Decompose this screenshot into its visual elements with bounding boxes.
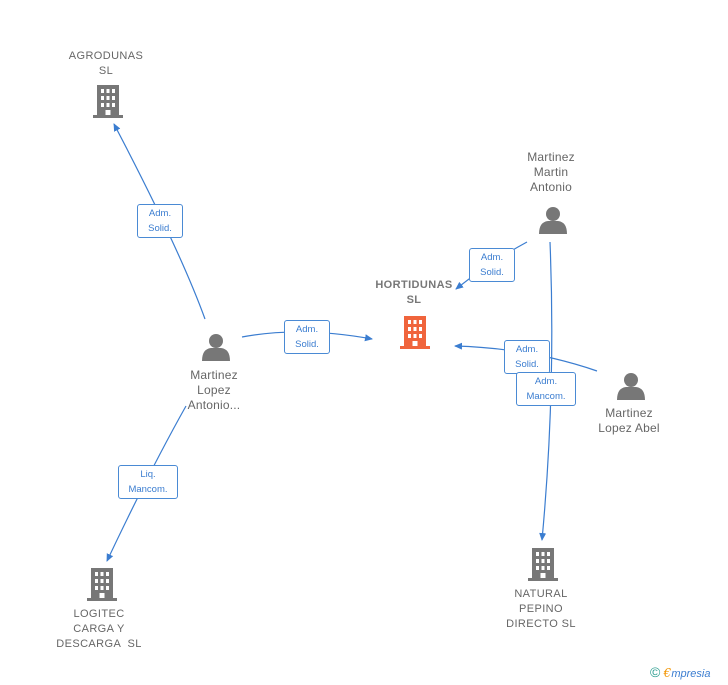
edge-label-line: Adm. <box>480 252 504 263</box>
edge-label-line: Liq. <box>140 469 156 480</box>
label-line: SL <box>98 65 114 77</box>
edge-label-mma-natural[interactable]: Adm. Mancom. <box>516 372 576 406</box>
edge-label-line: Adm. <box>295 324 319 335</box>
node-martinez-lopez-abel-label[interactable]: Martinez Lopez Abel <box>569 406 689 436</box>
label-line: Antonio... <box>187 398 241 412</box>
person-icon <box>539 207 567 234</box>
copyright-symbol: © <box>650 664 661 680</box>
label-line: DIRECTO SL <box>506 618 576 630</box>
edge-label-mla-logitec[interactable]: Liq. Mancom. <box>118 465 178 499</box>
brand-e-mark: € <box>663 666 672 680</box>
edge-label-line: Adm. <box>148 208 172 219</box>
label-line: Lopez Abel <box>598 421 660 435</box>
edge-label-line: Adm. <box>515 344 539 355</box>
empresia-logo: © €mpresia <box>650 664 710 680</box>
label-line: LOGITEC <box>73 608 125 620</box>
label-line: Martinez <box>605 406 653 420</box>
node-logitec-label[interactable]: LOGITEC CARGA Y DESCARGA SL <box>39 607 159 652</box>
label-line: PEPINO <box>519 603 563 615</box>
person-icon <box>617 373 645 400</box>
edge-label-mla-hortidunas[interactable]: Adm. Solid. <box>284 320 330 354</box>
node-martinez-martin-antonio-label[interactable]: Martinez Martin Antonio <box>491 150 611 195</box>
edge-label-line: Solid. <box>480 267 504 278</box>
brand-name: mpresia <box>671 668 711 680</box>
person-icon <box>202 334 230 361</box>
label-line: CARGA Y <box>73 623 125 635</box>
building-icon <box>400 316 430 349</box>
label-line: HORTIDUNAS <box>375 279 453 291</box>
building-icon <box>87 568 117 601</box>
node-martinez-lopez-antonio-label[interactable]: Martinez Lopez Antonio... <box>154 368 274 413</box>
edge-label-line: Solid. <box>515 359 539 370</box>
building-icon <box>93 85 123 118</box>
edge-label-line: Mancom. <box>526 391 566 402</box>
label-line: NATURAL <box>514 588 568 600</box>
edge-label-line: Adm. <box>534 376 558 387</box>
label-line: SL <box>406 294 422 306</box>
label-line: DESCARGA SL <box>56 638 142 650</box>
edge-label-mma-hortidunas[interactable]: Adm. Solid. <box>469 248 515 282</box>
node-hortidunas-label[interactable]: HORTIDUNAS SL <box>354 278 474 308</box>
edge-label-abel-hortidunas[interactable]: Adm. Solid. <box>504 340 550 374</box>
label-line: Martinez <box>190 368 238 382</box>
edge-label-line: Solid. <box>295 339 319 350</box>
edge-label-line: Solid. <box>148 223 172 234</box>
label-line: Martinez <box>527 150 575 164</box>
label-line: Lopez <box>197 383 231 397</box>
edge-label-line: Mancom. <box>128 484 168 495</box>
label-line: Martin <box>533 165 569 179</box>
label-line: Antonio <box>529 180 573 194</box>
edge-label-mla-agrodunas[interactable]: Adm. Solid. <box>137 204 183 238</box>
node-agrodunas-label[interactable]: AGRODUNAS SL <box>46 49 166 79</box>
node-natural-pepino-label[interactable]: NATURAL PEPINO DIRECTO SL <box>481 587 601 632</box>
building-icon <box>528 548 558 581</box>
label-line: AGRODUNAS <box>68 50 144 62</box>
